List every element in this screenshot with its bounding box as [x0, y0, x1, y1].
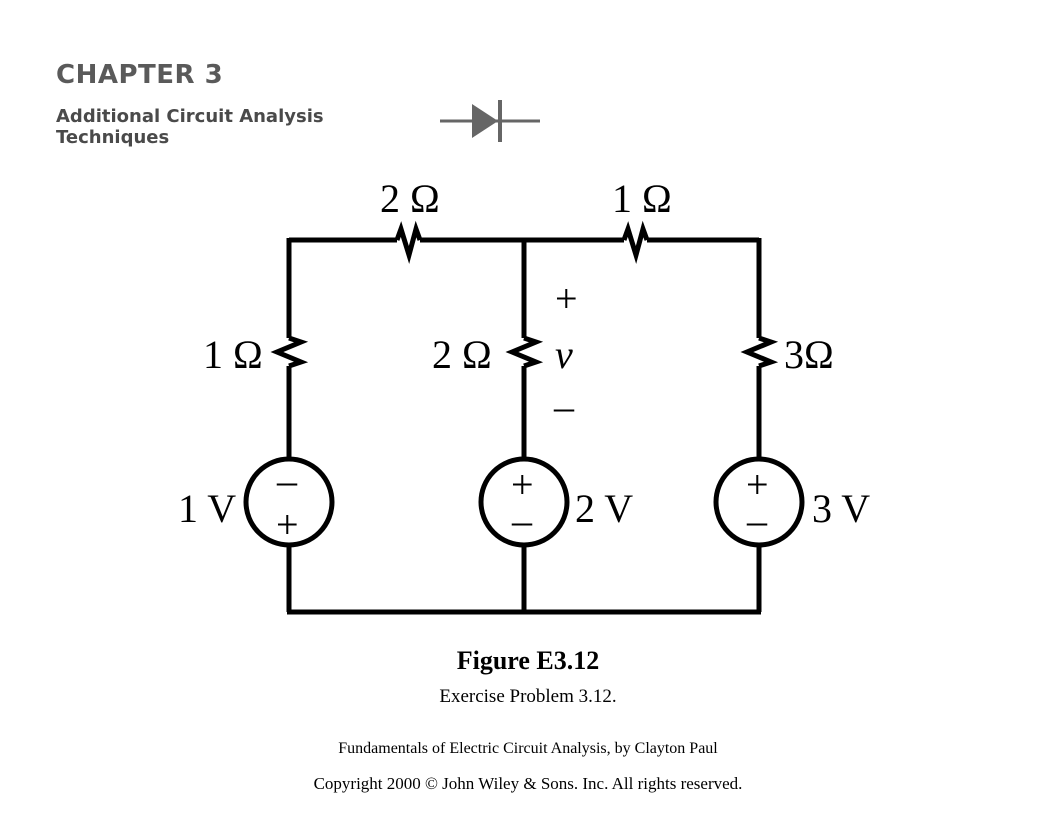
- right-source-bottom-sign: –: [746, 498, 768, 543]
- label-top-left-resistor: 2 Ω: [380, 176, 440, 221]
- right-source-top-sign: +: [746, 462, 769, 507]
- resistor-top-right: [621, 220, 650, 265]
- label-voltage-var: v: [555, 332, 573, 377]
- label-right-source: 3 V: [812, 486, 870, 531]
- label-right-resistor: 3Ω: [784, 332, 834, 377]
- label-top-right-resistor: 1 Ω: [612, 176, 672, 221]
- chapter-label: CHAPTER 3: [56, 60, 224, 90]
- label-middle-resistor: 2 Ω: [432, 332, 492, 377]
- resistor-top-left: [394, 220, 423, 265]
- label-left-source: 1 V: [178, 486, 236, 531]
- chapter-title-line2: Techniques: [56, 127, 170, 148]
- source-right: [713, 456, 805, 548]
- label-left-resistor: 1 Ω: [203, 332, 263, 377]
- label-voltage-plus: +: [555, 276, 578, 321]
- chapter-title-line1: Additional Circuit Analysis: [56, 106, 324, 127]
- resistor-middle: [505, 335, 544, 369]
- source-left: [243, 456, 335, 548]
- figure-subtitle: Exercise Problem 3.12.: [439, 686, 617, 707]
- middle-source-bottom-sign: –: [511, 498, 533, 543]
- resistor-right: [740, 335, 779, 369]
- left-source-top-sign: –: [276, 458, 298, 503]
- label-voltage-minus: –: [553, 384, 575, 429]
- resistor-left: [270, 335, 309, 369]
- label-middle-source: 2 V: [575, 486, 633, 531]
- middle-source-top-sign: +: [511, 462, 534, 507]
- copyright-notice: Copyright 2000 © John Wiley & Sons. Inc.…: [313, 774, 743, 793]
- chapter-header: CHAPTER 3 Additional Circuit Analysis Te…: [40, 44, 540, 154]
- book-credit: Fundamentals of Electric Circuit Analysi…: [338, 740, 718, 757]
- diode-icon: [440, 100, 540, 142]
- left-source-bottom-sign: +: [276, 502, 299, 547]
- source-middle: [478, 456, 570, 548]
- chapter-title: Additional Circuit Analysis Techniques: [56, 106, 324, 148]
- figure-title: Figure E3.12: [456, 646, 600, 675]
